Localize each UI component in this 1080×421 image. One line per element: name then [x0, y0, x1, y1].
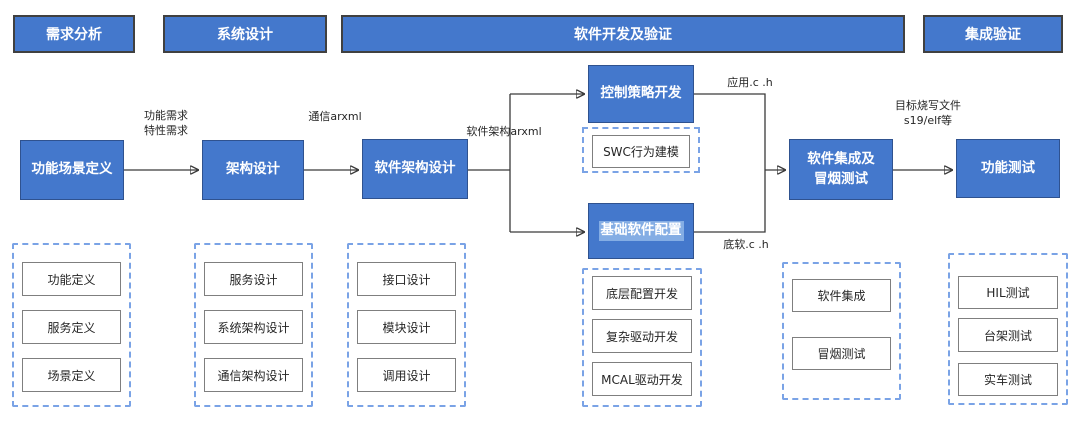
item-call-design: 调用设计 — [357, 358, 456, 392]
item-service-design: 服务设计 — [204, 262, 303, 296]
merge-line — [694, 93, 766, 233]
edge-label-comm-arxml: 通信arxml — [308, 110, 362, 123]
item-system-architecture-design: 系统架构设计 — [204, 310, 303, 344]
item-interface-design: 接口设计 — [357, 262, 456, 296]
phase-software-development-verification: 软件开发及验证 — [341, 15, 905, 53]
edge-label-base-sw-files: 底软.c .h — [723, 238, 769, 251]
node-function-test: 功能测试 — [956, 139, 1060, 198]
phase-system-design: 系统设计 — [163, 15, 327, 53]
node-architecture-design: 架构设计 — [202, 140, 304, 200]
item-comm-architecture-design: 通信架构设计 — [204, 358, 303, 392]
edge-label-software-arch-arxml: 软件架构arxml — [466, 125, 542, 138]
item-service-definition: 服务定义 — [22, 310, 121, 344]
edge-label-target-flash-file: 目标烧写文件 s19/elf等 — [895, 99, 961, 127]
item-low-level-config-dev: 底层配置开发 — [592, 276, 692, 310]
group-architecture-design-details: 服务设计 系统架构设计 通信架构设计 — [194, 243, 313, 407]
group-function-scene-definition-details: 功能定义 服务定义 场景定义 — [12, 243, 131, 407]
item-mcal-driver-dev: MCAL驱动开发 — [592, 362, 692, 396]
edge-label-requirements: 功能需求 特性需求 — [144, 109, 188, 137]
group-integration-details: 软件集成 冒烟测试 — [782, 262, 901, 400]
item-complex-driver-dev: 复杂驱动开发 — [592, 319, 692, 353]
item-swc-behavior-modeling: SWC行为建模 — [592, 135, 690, 168]
item-vehicle-test: 实车测试 — [958, 363, 1058, 396]
group-swc-behavior-modeling: SWC行为建模 — [582, 127, 700, 173]
item-scene-definition: 场景定义 — [22, 358, 121, 392]
node-control-strategy-development: 控制策略开发 — [588, 65, 694, 123]
item-module-design: 模块设计 — [357, 310, 456, 344]
item-function-definition: 功能定义 — [22, 262, 121, 296]
item-hil-test: HIL测试 — [958, 276, 1058, 309]
node-software-architecture-design: 软件架构设计 — [362, 139, 468, 199]
item-software-integration: 软件集成 — [792, 279, 891, 312]
node-function-scene-definition: 功能场景定义 — [20, 140, 124, 200]
node-software-integration-smoke-test: 软件集成及 冒烟测试 — [789, 139, 893, 200]
phase-requirements-analysis: 需求分析 — [13, 15, 135, 53]
node-basic-software-configuration: 基础软件配置 — [588, 203, 694, 259]
item-bench-test: 台架测试 — [958, 318, 1058, 352]
group-function-test-details: HIL测试 台架测试 实车测试 — [948, 253, 1068, 405]
node-label: 基础软件配置 — [598, 221, 684, 241]
phase-integration-verification: 集成验证 — [923, 15, 1063, 53]
group-basic-software-details: 底层配置开发 复杂驱动开发 MCAL驱动开发 — [582, 268, 702, 407]
edge-label-app-files: 应用.c .h — [727, 76, 773, 89]
group-software-architecture-details: 接口设计 模块设计 调用设计 — [347, 243, 466, 407]
item-smoke-test: 冒烟测试 — [792, 337, 891, 370]
branch-line — [468, 94, 511, 232]
